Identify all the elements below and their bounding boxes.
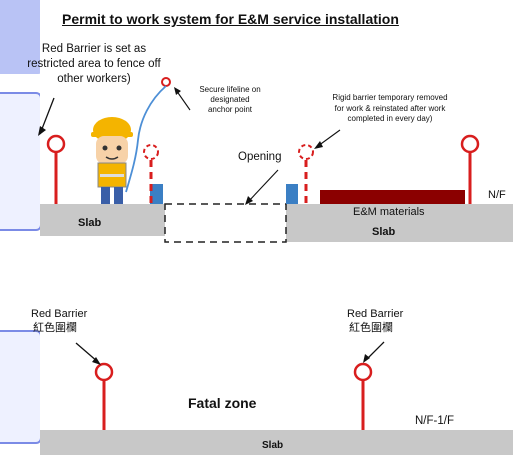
slab-right-label: Slab (372, 226, 396, 238)
side-panel-middle (0, 92, 42, 231)
lifeline-note: Secure lifeline on designated anchor poi… (199, 85, 261, 114)
arrow-lifeline (175, 89, 191, 111)
em-materials-label: E&M materials (353, 206, 425, 218)
worker-figure (91, 117, 133, 204)
arrow-rigid-barrier (317, 129, 341, 147)
edge-post-left (150, 184, 163, 204)
slab-lower (40, 430, 513, 455)
fatal-zone-label: Fatal zone (188, 395, 257, 411)
slab-left-label: Slab (78, 217, 102, 229)
removed-barrier-head-left (143, 144, 159, 160)
arrow-lower-left (75, 342, 99, 363)
diagram-title: Permit to work system for E&M service in… (62, 11, 399, 27)
floor-label-lower: N/F-1/F (415, 415, 454, 427)
lower-barrier-head-right (353, 362, 373, 382)
arrow-lower-right (365, 341, 385, 361)
opening-label: Opening (238, 151, 282, 163)
floor-label-upper: N/F (488, 189, 506, 201)
slab-left (40, 204, 165, 236)
arrow-opening (247, 169, 279, 203)
rigid-barrier-note: Rigid barrier temporary removed for work… (332, 93, 448, 123)
slab-right (286, 204, 513, 242)
side-panel-top (0, 0, 44, 74)
lower-barrier-label-left: Red Barrier 紅色圍欄 (31, 308, 88, 334)
lower-barrier-head-left (94, 362, 114, 382)
lifeline (125, 85, 167, 193)
opening-outline (164, 203, 287, 243)
red-barrier-note: Red Barrier is set as restricted area to… (27, 43, 161, 85)
red-barrier-head-left (46, 134, 66, 154)
edge-post-right (286, 184, 298, 204)
side-panel-bottom (0, 330, 42, 444)
slab-lower-label: Slab (262, 440, 284, 451)
red-barrier-head-right (460, 134, 480, 154)
em-materials-block (320, 190, 465, 204)
removed-barrier-head-right (298, 144, 314, 160)
lower-barrier-label-right: Red Barrier 紅色圍欄 (347, 308, 404, 334)
